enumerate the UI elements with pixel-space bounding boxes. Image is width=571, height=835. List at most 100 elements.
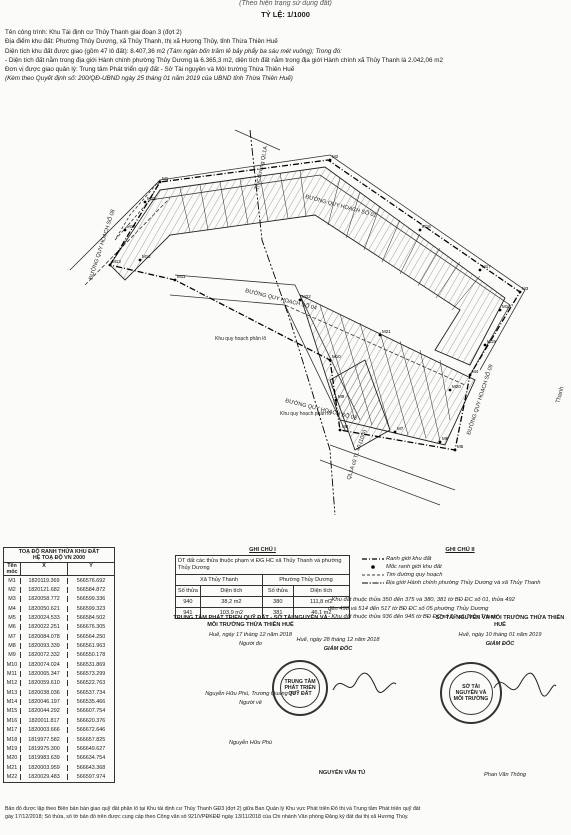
cell: 1820044.292 (21, 708, 68, 715)
marker-label: M5 (457, 444, 464, 449)
header-note: (Theo hiện trạng sử dụng đất) (239, 0, 332, 7)
cell: 1820024.533 (21, 615, 68, 622)
cell: 38,2 m2 (201, 597, 263, 607)
lot-lines (179, 169, 481, 442)
cell: M15 (4, 708, 21, 715)
project-location: Địa điểm khu đất: Phường Thủy Dương, xã … (5, 38, 278, 46)
cell: 566649.627 (76, 745, 106, 752)
parcel-notes: - Khu đất thuộc thửa 350 đến 375 và 380,… (328, 596, 568, 622)
area-words: (Tám ngàn bốn trăm lẻ bảy phẩy ba sáu mé… (165, 47, 342, 55)
cell: M12 (4, 680, 21, 687)
marker-label: M8 (342, 424, 349, 429)
marker-label: M11 (177, 274, 186, 279)
boundary-markers: M1M2M3M4M5M6M7M8M9M10M11M12M13M14M15M16M… (108, 154, 529, 452)
boundary-marker (334, 398, 338, 402)
legend-text: Ranh giới khu đất (386, 556, 432, 562)
marker-label: M10 (332, 354, 341, 359)
cell: 940 (176, 597, 201, 607)
cell: M10 (4, 661, 21, 668)
marker-label: M9 (338, 394, 345, 399)
boundary-line-icon (362, 558, 384, 560)
legend-item: Ranh giới khu đất (360, 555, 560, 563)
cell: 1820084.078 (21, 633, 68, 640)
legend-item: Địa giới Hành chính phường Thủy Dương và… (360, 579, 560, 587)
sign-date: Huế, ngày 17 tháng 12 năm 2018 (208, 632, 293, 638)
marker-label: M4 (472, 369, 479, 374)
cell: 566561.963 (76, 643, 106, 650)
cell: M11 (4, 671, 21, 678)
cell: 566522.763 (76, 680, 106, 687)
table-row: 941 103,9 m2 381 46,1 m2 (176, 608, 349, 618)
legend-area-table: GHI CHÚ I DT đất các thửa thuộc phạm vi … (175, 547, 350, 619)
cell: 566531.869 (76, 661, 106, 668)
boundary-marker (328, 358, 332, 362)
official-stamp: TRUNG TÂM PHÁT TRIỂN QUỸ ĐẤT (272, 660, 328, 716)
role-label: GIÁM ĐỐC (485, 641, 515, 647)
marker-label: M21 (382, 329, 391, 334)
stamp-text: SỞ TÀI NGUYÊN VÀ MÔI TRƯỜNG (453, 684, 489, 702)
legend1-title: GHI CHÚ I (249, 547, 276, 553)
admin-boundary (249, 129, 336, 516)
col-area-1: Diện tích (201, 586, 263, 596)
area-table-col-header: Số thửa Diện tích Số thửa Diện tích (176, 586, 349, 597)
col-y: Y (89, 563, 93, 569)
note-line: - Khu đất thuộc thửa 350 đến 375 và 380,… (328, 597, 515, 603)
marker-label: M3 (522, 286, 529, 291)
cell: 1820022.251 (21, 624, 68, 631)
cell: 1819975.300 (21, 745, 68, 752)
cell: M20 (4, 755, 21, 762)
cell: M18 (4, 736, 21, 743)
marker-label: M1 (162, 176, 169, 181)
signer-name-middle: NGUYỄN VĂN TÚ (318, 770, 366, 776)
cell: M2 (4, 587, 21, 594)
marker-label: M13 (112, 259, 121, 264)
cell: M1 (4, 577, 21, 584)
area-table: DT đất các thửa thuộc phạm vi ĐG HC xã T… (175, 555, 350, 619)
project-name: Tên công trình: Khu Tái định cư Thủy Tha… (5, 29, 182, 36)
cell: 566643.368 (76, 764, 106, 771)
marker-label: M6 (442, 436, 449, 441)
cell: M14 (4, 699, 21, 706)
cell: 46,1 m2 (311, 610, 332, 616)
handwritten-signature (493, 672, 557, 697)
boundary-marker (448, 388, 452, 392)
cell: 566607.754 (76, 708, 106, 715)
cell: 941 (176, 608, 201, 618)
boundary-marker (453, 448, 457, 452)
note-line: - Khu đất thuộc thửa 936 đến 945 tờ BĐ Đ… (328, 614, 497, 620)
boundary-marker (378, 333, 382, 337)
legend-text: Tim đường quy hoạch (386, 572, 443, 578)
cell: M6 (4, 624, 21, 631)
org-name: SỞ TÀI NGUYÊN VÀ MÔI TRƯỜNG THỪA THIÊN H… (435, 615, 565, 628)
cell: 566584.502 (76, 615, 106, 622)
project-area: Diện tích khu đất được giao (gồm 47 lô đ… (5, 47, 565, 56)
parcel-lots (109, 166, 506, 451)
boundary-marker (298, 298, 302, 302)
role-label: Người đo (238, 641, 263, 647)
boundary-marker (173, 278, 177, 282)
cell: 1820074.024 (21, 661, 68, 668)
project-info: Tên công trình: Khu Tái định cư Thủy Tha… (5, 28, 565, 84)
managing-unit: Đơn vị được giao quản lý: Trung tâm Phát… (5, 66, 295, 74)
map-scale: TỶ LỆ: 1/1000 (261, 10, 310, 19)
legend-item: Mốc ranh giới khu đất (360, 563, 560, 571)
cell: 1820121.682 (21, 587, 68, 594)
marker-label: M17 (482, 264, 491, 269)
cell: 566564.250 (76, 633, 106, 640)
cell: 380 (263, 597, 294, 607)
boundary-marker (338, 428, 342, 432)
cell: M13 (4, 689, 21, 696)
boundary-marker (468, 373, 472, 377)
table-row: 940 38,2 m2 380 111,8 m2 (176, 597, 349, 608)
cell: 1820059.610 (21, 680, 68, 687)
cell: 566550.178 (76, 652, 106, 659)
